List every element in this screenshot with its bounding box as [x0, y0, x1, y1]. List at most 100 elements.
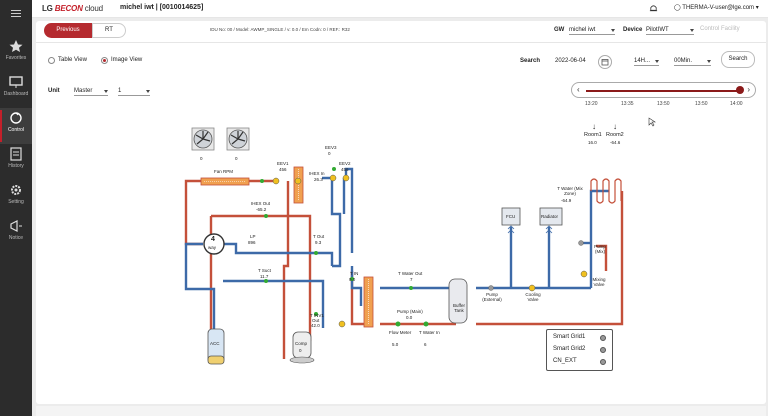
- arrow-left-icon[interactable]: ‹: [577, 85, 580, 94]
- twater-out-value: 7: [410, 277, 413, 282]
- control-icon: [10, 112, 22, 124]
- pump-external-label: Pump (External): [482, 292, 502, 302]
- lp-label: LP: [250, 234, 256, 239]
- minute-select[interactable]: 00Min.: [674, 58, 711, 66]
- tinv1-label: T INV1: [310, 313, 324, 318]
- sidebar-item-dashboard[interactable]: Dashboard: [0, 72, 32, 108]
- image-view-radio[interactable]: [101, 57, 108, 64]
- chevron-down-icon: [707, 60, 711, 63]
- cursor-icon: [648, 117, 656, 127]
- main-panel: Previous RT IDU No: 00 / Model: AWMP_SIN…: [36, 21, 766, 404]
- sidebar-item-label: Notice: [8, 235, 24, 241]
- sidebar-item-notice[interactable]: Notice: [0, 216, 32, 252]
- sidebar-item-setting[interactable]: Setting: [0, 180, 32, 216]
- calendar-icon[interactable]: [598, 55, 612, 69]
- tout-label: T Out: [313, 234, 325, 239]
- fan-icon: [191, 127, 215, 151]
- time-slider[interactable]: ‹ ›: [571, 82, 756, 98]
- room1-value: 16.0: [588, 140, 597, 145]
- pump-main-label: Pump (Main): [397, 309, 423, 314]
- flow-meter-label: Flow Meter: [389, 330, 412, 335]
- sidebar-item-history[interactable]: History: [0, 144, 32, 180]
- fan1-value: 0: [200, 156, 203, 161]
- top-header: LG BECON cloud michel iwt | [0010014625]…: [32, 0, 768, 18]
- sidebar-item-label: History: [8, 163, 24, 169]
- time-tick: 13:35: [621, 101, 634, 107]
- gw-label: GW: [554, 27, 565, 33]
- pipe-diagram: [184, 127, 624, 365]
- device-value: PilotIWT: [646, 27, 669, 33]
- sidebar-item-label: Dashboard: [3, 91, 29, 97]
- twater-in-label: T Water In: [419, 330, 440, 335]
- previous-button[interactable]: Previous: [44, 23, 92, 38]
- eev2-value: 456: [341, 167, 349, 172]
- tin-value: 9.0: [349, 277, 356, 282]
- twater-mix-value: -64.9: [561, 198, 572, 203]
- chevron-down-icon: [146, 90, 150, 93]
- cn-ext-label: CN_EXT: [553, 358, 577, 364]
- time-tick: 13:50: [657, 101, 670, 107]
- room2-value: -64.6: [610, 140, 621, 145]
- menu-icon[interactable]: [11, 10, 21, 19]
- unit-select[interactable]: Master: [74, 88, 108, 96]
- hour-select[interactable]: 14H...: [634, 58, 659, 66]
- table-view-label: Table View: [58, 57, 87, 63]
- cooling-valve-label: Cooling Valve: [525, 292, 541, 302]
- smart-grid2-label: Smart Grid2: [553, 346, 586, 352]
- star-icon: [9, 40, 23, 52]
- time-tick: 13:50: [695, 101, 708, 107]
- tsuct-value: 11.7: [260, 274, 269, 279]
- hour-value: 14H...: [634, 58, 651, 64]
- bell-icon[interactable]: [649, 4, 658, 13]
- gw-select[interactable]: michel iwt: [569, 27, 615, 35]
- search-button[interactable]: Search: [721, 51, 755, 68]
- sidebar-item-control[interactable]: Control: [0, 108, 32, 144]
- tsuct-label: T Suct: [258, 268, 271, 273]
- mixing-valve-label: Mixing Valve: [592, 277, 606, 287]
- slider-thumb[interactable]: [736, 86, 744, 94]
- device-select[interactable]: PilotIWT: [646, 27, 694, 35]
- pump-main-value: 0.0: [406, 315, 413, 320]
- ihex-out-label: IHEX Out: [251, 201, 271, 206]
- user-menu[interactable]: ◯ THERMA-V-user@lge.com ▾: [674, 4, 759, 11]
- room2-label: Room2: [606, 132, 624, 138]
- table-view-radio[interactable]: [48, 57, 55, 64]
- fan2-value: 0: [235, 156, 238, 161]
- brand-logo[interactable]: LG BECON cloud: [42, 4, 103, 13]
- search-label: Search: [520, 58, 541, 64]
- date-field[interactable]: 2022-06-04: [555, 58, 586, 64]
- divider: [36, 42, 766, 43]
- device-label: Device: [623, 27, 643, 33]
- twater-in-value: 6: [424, 342, 427, 347]
- twater-out-label: T Water Out: [398, 271, 423, 276]
- eev1-value: 456: [279, 167, 287, 172]
- site-title: michel iwt | [0010014625]: [120, 4, 204, 11]
- smart-grid1-label: Smart Grid1: [553, 334, 586, 340]
- unit-number-select[interactable]: 1: [118, 88, 150, 96]
- room1-label: Room1: [584, 132, 602, 138]
- chevron-down-icon: [690, 29, 694, 32]
- brand-lg: LG: [42, 4, 53, 13]
- footer-strip: [36, 406, 766, 416]
- unit-label: Unit: [48, 88, 60, 94]
- arrow-right-icon[interactable]: ›: [747, 85, 750, 94]
- history-icon: [10, 147, 22, 161]
- eev1-label: EEV1: [277, 161, 289, 166]
- rt-button[interactable]: RT: [92, 23, 126, 38]
- chevron-down-icon: [611, 29, 615, 32]
- ihex-in-value: 26.3: [314, 177, 323, 182]
- fourway-label: way: [208, 245, 217, 250]
- smart-grid-panel: Smart Grid1 Smart Grid2 CN_EXT: [546, 329, 613, 371]
- buffer-tank-label: Buffer Tank: [453, 303, 465, 313]
- sidebar-item-label: Favorites: [5, 55, 27, 61]
- eev3-value: 0: [328, 151, 331, 156]
- sidebar-item-favorites[interactable]: Favorites: [0, 36, 32, 72]
- cn-ext-indicator: [600, 359, 606, 365]
- slider-track: [586, 90, 743, 92]
- comp-value: 0: [299, 348, 302, 353]
- pump-mix-label: Pump (Mix): [594, 244, 606, 254]
- tout-value: 9.3: [315, 240, 322, 245]
- user-email: THERMA-V-user@lge.com: [682, 5, 755, 11]
- control-facility-button[interactable]: Control Facility: [700, 26, 740, 32]
- unit-value: Master: [74, 88, 93, 94]
